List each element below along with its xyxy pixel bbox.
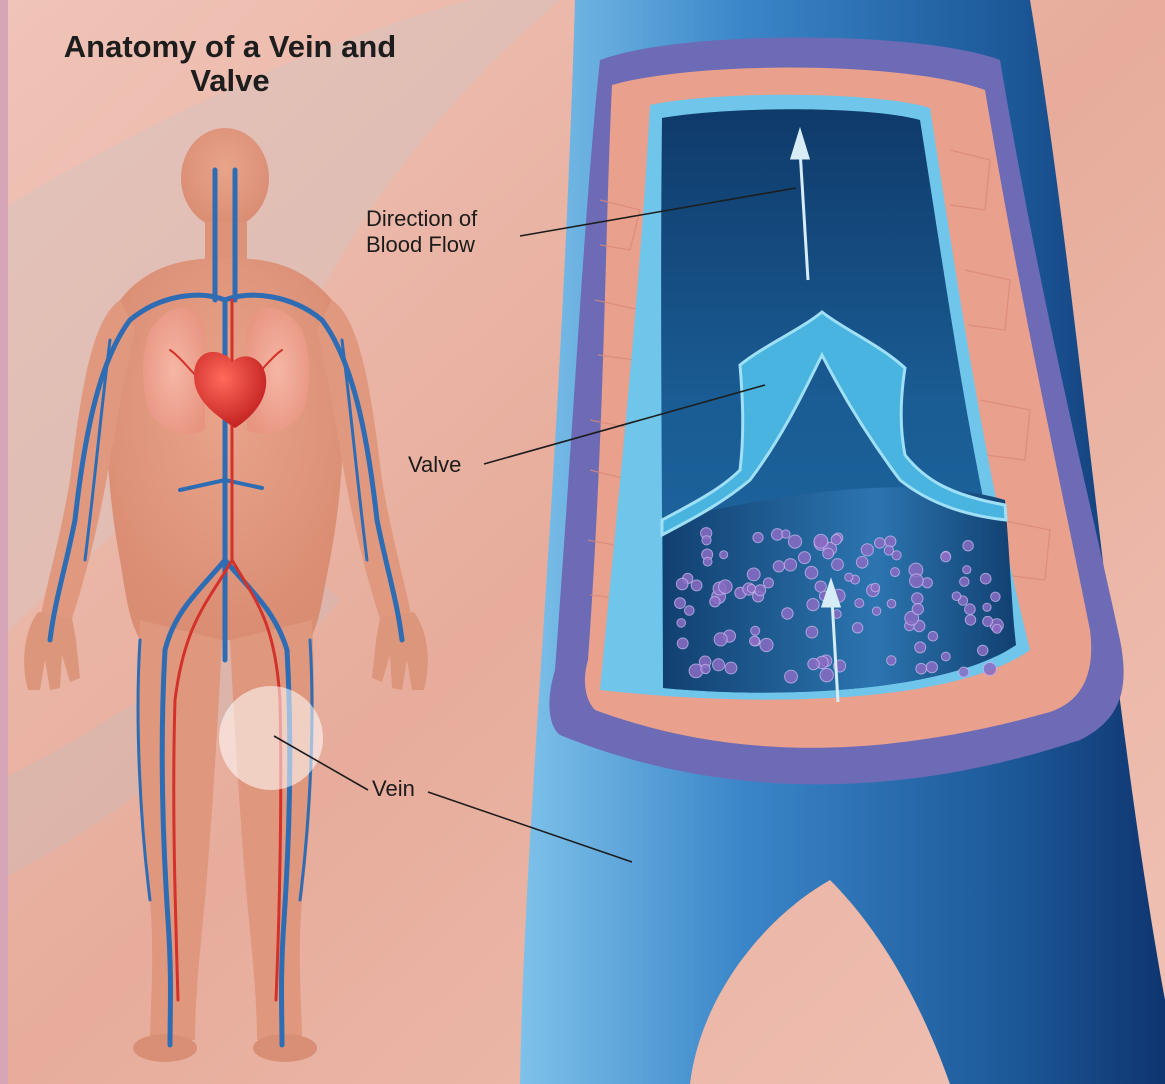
blood-cell: [675, 598, 686, 609]
blood-cell: [714, 633, 727, 646]
blood-cell: [784, 559, 796, 571]
blood-cell: [861, 544, 873, 556]
blood-cell: [807, 599, 819, 611]
magnified-region-highlight: [219, 686, 323, 790]
blood-cell: [719, 580, 733, 594]
blood-cell: [676, 578, 688, 590]
blood-cell: [965, 615, 975, 625]
blood-cell: [799, 552, 811, 564]
blood-cell: [773, 561, 784, 572]
blood-cell: [725, 662, 737, 674]
blood-cell: [823, 548, 834, 559]
blood-cell: [978, 645, 988, 655]
blood-cell: [983, 662, 996, 675]
blood-cell: [912, 593, 923, 604]
blood-cell: [960, 577, 969, 586]
blood-cell: [831, 535, 841, 545]
diagram-title: Anatomy of a Vein and Valve: [40, 30, 420, 98]
blood-cell: [963, 541, 973, 551]
label-direction-of-blood-flow: Direction of Blood Flow: [366, 206, 477, 258]
right-foot: [253, 1034, 317, 1062]
blood-cell: [815, 581, 826, 592]
blood-cell: [703, 557, 712, 566]
blood-cell: [747, 584, 755, 592]
blood-cell: [912, 604, 923, 615]
blood-cell: [753, 533, 763, 543]
blood-cell: [852, 623, 862, 633]
blood-cell: [820, 668, 833, 681]
blood-cell: [788, 535, 801, 548]
blood-cell: [887, 656, 896, 665]
blood-cell: [916, 663, 927, 674]
blood-cell: [685, 606, 695, 616]
blood-cell: [965, 604, 976, 615]
blood-cell: [991, 592, 1000, 601]
blood-cell: [702, 536, 711, 545]
blood-cell: [915, 642, 926, 653]
blood-cell: [892, 551, 901, 560]
blood-cell: [845, 573, 853, 581]
blood-cell: [952, 592, 961, 601]
blood-cell: [963, 566, 971, 574]
blood-cell: [875, 538, 885, 548]
blood-cell: [910, 574, 924, 588]
blood-cell: [677, 638, 688, 649]
blood-cell: [782, 530, 790, 538]
blood-cell: [983, 616, 993, 626]
blood-cell: [805, 566, 818, 579]
blood-cell: [832, 559, 844, 571]
blood-cell: [760, 638, 773, 651]
blood-cell: [720, 551, 728, 559]
blood-cell: [806, 626, 818, 638]
blood-cell: [941, 652, 950, 661]
blood-cell: [814, 534, 828, 548]
blood-cell: [993, 624, 1002, 633]
label-vein: Vein: [372, 776, 415, 802]
blood-cell: [691, 580, 702, 591]
blood-cell: [808, 658, 819, 669]
blood-cell: [677, 619, 686, 628]
blood-cell: [785, 670, 798, 683]
blood-cell: [701, 664, 710, 673]
blood-cell: [750, 636, 760, 646]
blood-cell: [855, 599, 864, 608]
blood-cell: [983, 603, 991, 611]
blood-cell: [710, 597, 720, 607]
left-frame-strip: [0, 0, 8, 1084]
blood-cell: [763, 578, 773, 588]
blood-cell: [885, 536, 896, 547]
blood-cell: [928, 631, 938, 641]
blood-cell: [959, 667, 969, 677]
head: [181, 128, 269, 228]
blood-cell: [871, 583, 880, 592]
blood-cell: [782, 608, 793, 619]
blood-cell: [887, 599, 896, 608]
left-foot: [133, 1034, 197, 1062]
blood-cell: [922, 578, 932, 588]
blood-cell: [755, 585, 766, 596]
blood-cell: [980, 573, 991, 584]
blood-cell: [747, 568, 760, 581]
blood-cell: [856, 557, 868, 569]
blood-cell: [751, 626, 760, 635]
blood-cell: [941, 552, 951, 562]
blood-cell: [891, 568, 900, 577]
label-valve: Valve: [408, 452, 461, 478]
blood-cell: [926, 662, 937, 673]
blood-cell: [872, 607, 880, 615]
blood-cell: [713, 659, 725, 671]
